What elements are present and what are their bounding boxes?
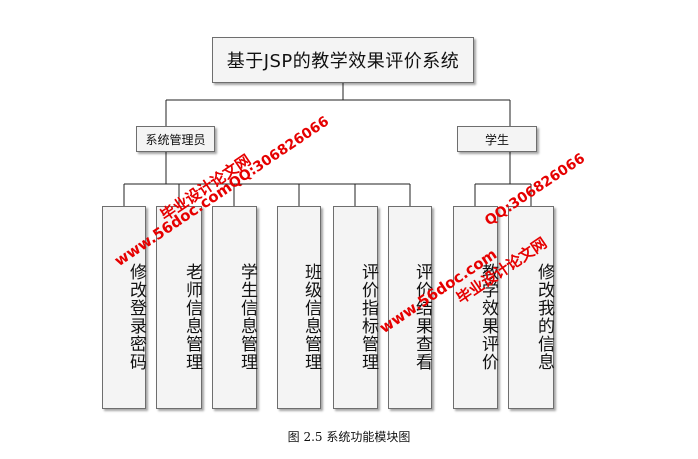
leaf-label: 学生信息管理: [237, 262, 257, 371]
group-node-admin: 系统管理员: [136, 126, 215, 152]
leaf-node-change-password: 修改登录密码: [102, 206, 146, 409]
leaf-node-edit-my-info: 修改我的信息: [508, 206, 554, 409]
leaf-node-teacher-management: 老师信息管理: [156, 206, 202, 409]
leaf-label: 修改登录密码: [126, 262, 146, 371]
group-label-student: 学生: [484, 132, 509, 147]
root-label: 基于JSP的教学效果评价系统: [226, 51, 460, 72]
leaf-node-indicator-management: 评价指标管理: [333, 206, 378, 409]
leaf-node-student-management: 学生信息管理: [212, 206, 257, 409]
leaf-node-teaching-evaluation: 教学效果评价: [453, 206, 498, 409]
leaf-label: 教学效果评价: [478, 262, 498, 371]
group-label-admin: 系统管理员: [145, 132, 206, 147]
figure-caption: 图 2.5 系统功能模块图: [287, 430, 411, 444]
root-node: 基于JSP的教学效果评价系统: [212, 37, 474, 83]
leaf-node-class-management: 班级信息管理: [277, 206, 321, 409]
leaf-label: 班级信息管理: [301, 262, 321, 371]
leaf-label: 评价结果查看: [412, 262, 432, 371]
leaf-label: 老师信息管理: [182, 262, 202, 371]
leaf-node-result-view: 评价结果查看: [388, 206, 432, 409]
leaf-label: 评价指标管理: [358, 262, 378, 371]
leaf-label: 修改我的信息: [534, 262, 554, 371]
group-node-student: 学生: [457, 126, 537, 152]
